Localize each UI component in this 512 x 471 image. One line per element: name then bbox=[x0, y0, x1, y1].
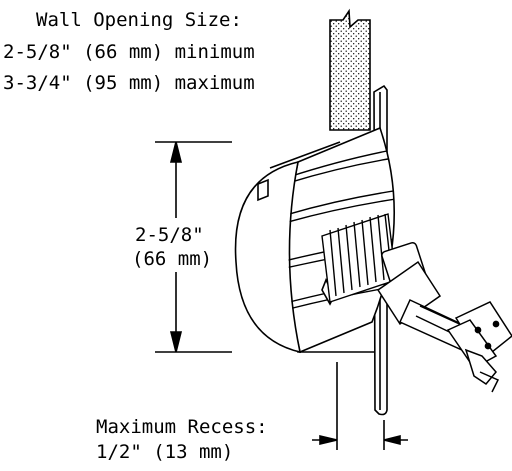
max-recess-title: Maximum Recess: bbox=[96, 416, 268, 438]
mounting-canopy bbox=[446, 301, 512, 393]
fixture-front-face bbox=[234, 160, 302, 354]
recess-dimension bbox=[312, 362, 408, 450]
wall-fill bbox=[329, 8, 371, 131]
max-recess-note: Maximum Recess: 1/2" (13 mm) bbox=[96, 416, 268, 463]
height-dimension-label: 2-5/8" (66 mm) bbox=[132, 224, 212, 270]
wall-opening-title: Wall Opening Size: bbox=[36, 9, 242, 31]
wall-section bbox=[329, 8, 371, 131]
max-recess-value: 1/2" (13 mm) bbox=[96, 441, 233, 463]
height-dimension bbox=[155, 141, 232, 353]
height-dimension-inches: 2-5/8" bbox=[135, 224, 204, 246]
height-dimension-mm: (66 mm) bbox=[132, 248, 212, 270]
threaded-hub bbox=[321, 213, 397, 303]
wall-opening-note: Wall Opening Size: 2-5/8" (66 mm) minimu… bbox=[3, 9, 255, 94]
wall-opening-maximum: 3-3/4" (95 mm) maximum bbox=[3, 72, 255, 94]
wall-opening-minimum: 2-5/8" (66 mm) minimum bbox=[3, 41, 255, 63]
